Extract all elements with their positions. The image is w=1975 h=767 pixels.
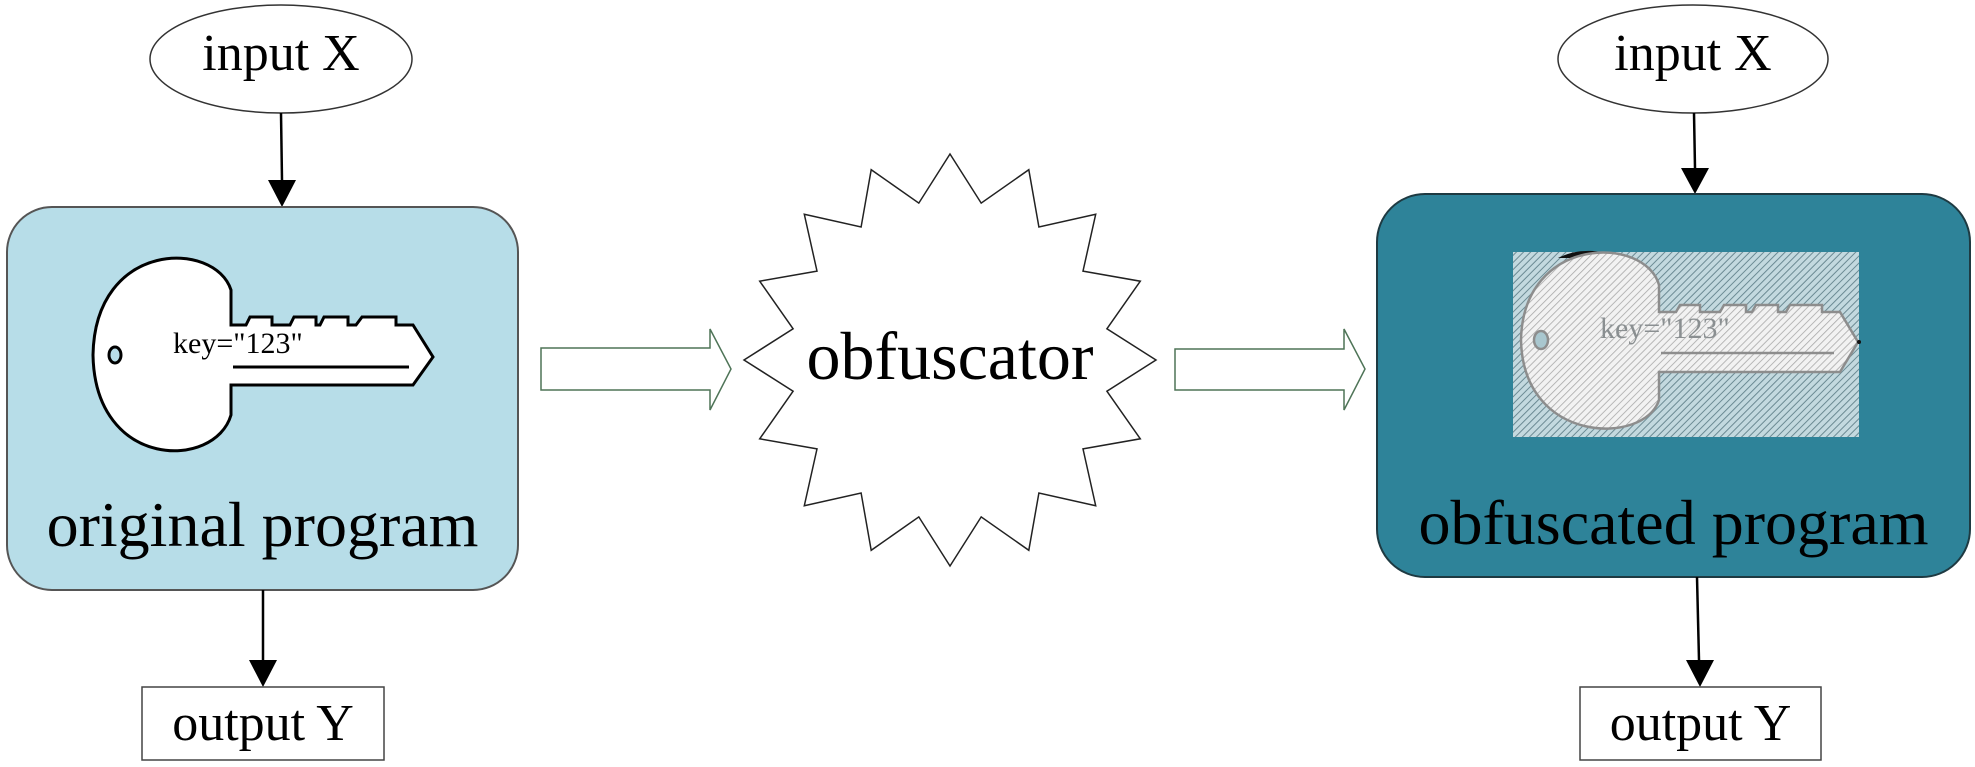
obfuscated-input-node xyxy=(1557,4,1829,114)
obfuscated-input-label: input X xyxy=(1614,25,1772,82)
starburst-icon xyxy=(742,152,1158,568)
original-input-label: input X xyxy=(202,25,360,82)
key-icon xyxy=(91,256,435,453)
obfuscated-input-arrow xyxy=(1681,112,1709,194)
original-output-label: output Y xyxy=(172,695,354,752)
obfuscated-key-label: key="123" xyxy=(1600,312,1730,345)
hatched-key-icon xyxy=(1513,250,1861,437)
original-input-arrow xyxy=(268,112,296,207)
obfuscated-output-label: output Y xyxy=(1609,695,1792,752)
obfuscated-output-node xyxy=(1579,686,1822,761)
block-arrow-right-icon xyxy=(540,328,732,411)
original-output-arrow xyxy=(249,590,277,687)
obfuscator-label: obfuscator xyxy=(806,318,1094,394)
obfuscated-output-arrow xyxy=(1686,576,1714,687)
original-output-node xyxy=(141,686,385,761)
original-key-label: key="123" xyxy=(173,327,303,360)
block-arrow-right-icon xyxy=(1174,328,1366,411)
original-program-label: original program xyxy=(46,489,479,560)
obfuscated-program-label: obfuscated program xyxy=(1418,487,1929,558)
